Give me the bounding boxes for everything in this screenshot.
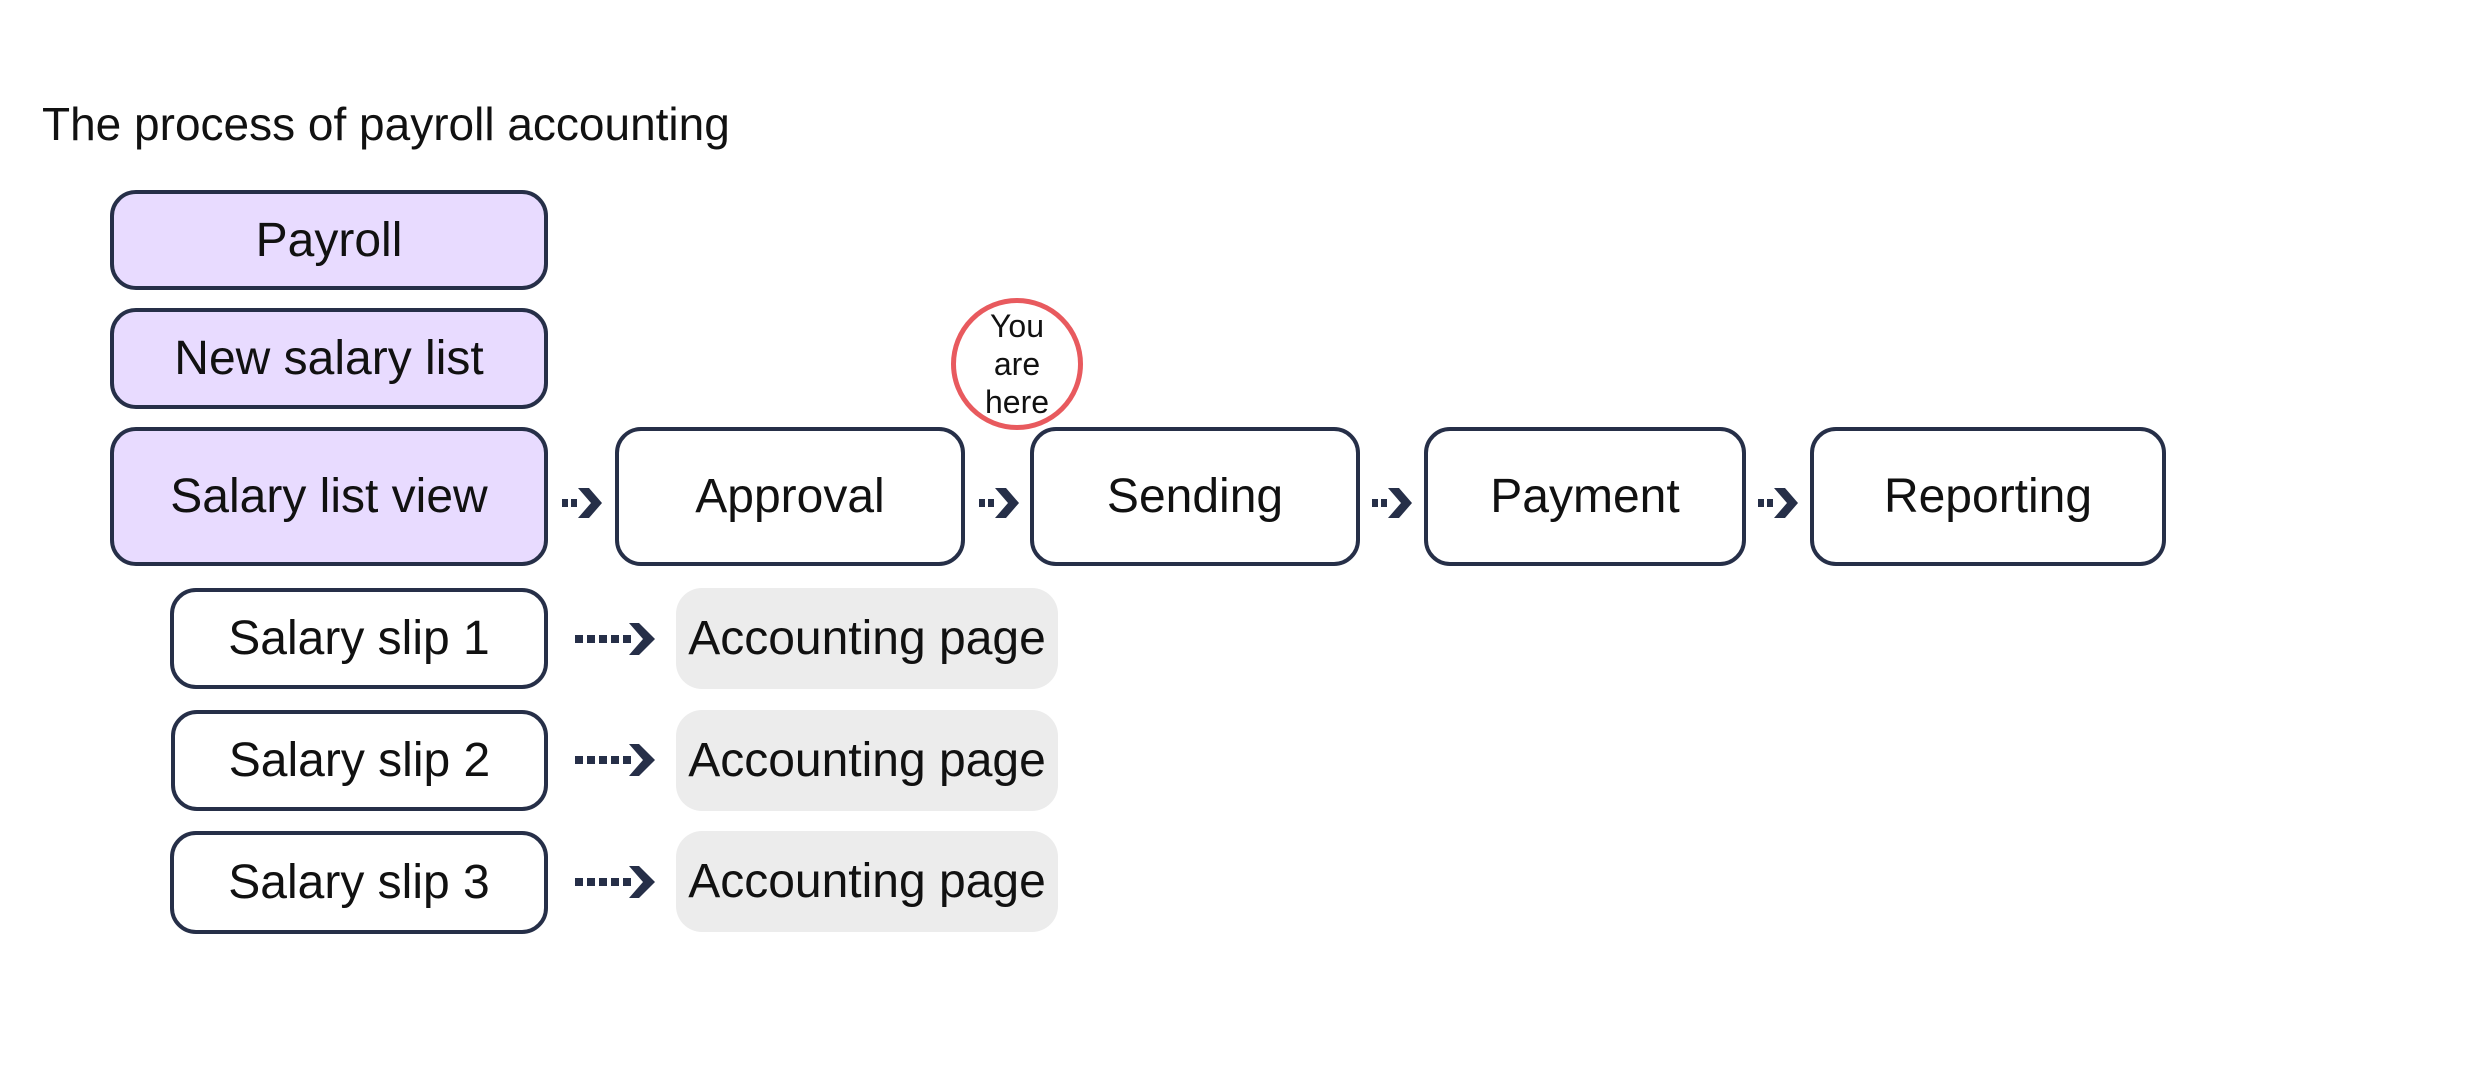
salary-slip-2-box: Salary slip 2 [171,710,548,811]
chevron-right-icon [1372,488,1412,518]
approval-label: Approval [695,470,885,523]
payroll-label: Payroll [255,213,403,267]
payment-label: Payment [1490,470,1680,523]
dashed-arrow-icon [575,623,655,655]
accounting-page-label: Accounting page [688,612,1046,665]
salary-slip-3-box: Salary slip 3 [170,831,548,934]
new-salary-list-box: New salary list [110,308,548,409]
accounting-page-1-box: Accounting page [676,588,1058,689]
you-are-here-label: You are here [984,308,1050,420]
reporting-box: Reporting [1810,427,2166,566]
chevron-right-icon [562,488,602,518]
you-are-here-marker: You are here [951,298,1083,430]
salary-slip-label: Salary slip 3 [228,856,490,909]
salary-slip-1-box: Salary slip 1 [170,588,548,689]
salary-list-view-label: Salary list view [170,470,488,523]
approval-box: Approval [615,427,965,566]
salary-slip-label: Salary slip 2 [228,734,491,787]
reporting-label: Reporting [1883,470,2093,523]
sending-box: Sending [1030,427,1360,566]
new-salary-list-label: New salary list [174,332,484,385]
dashed-arrow-icon [575,866,655,898]
accounting-page-label: Accounting page [688,855,1046,908]
chevron-right-icon [979,488,1019,518]
accounting-page-2-box: Accounting page [676,710,1058,811]
payroll-box: Payroll [110,190,548,290]
accounting-page-label: Accounting page [688,734,1046,787]
salary-list-view-box: Salary list view [110,427,548,566]
salary-slip-label: Salary slip 1 [228,612,490,665]
dashed-arrow-icon [575,744,655,776]
sending-label: Sending [1106,470,1284,523]
accounting-page-3-box: Accounting page [676,831,1058,932]
chevron-right-icon [1758,488,1798,518]
diagram-title: The process of payroll accounting [42,98,730,150]
payment-box: Payment [1424,427,1746,566]
